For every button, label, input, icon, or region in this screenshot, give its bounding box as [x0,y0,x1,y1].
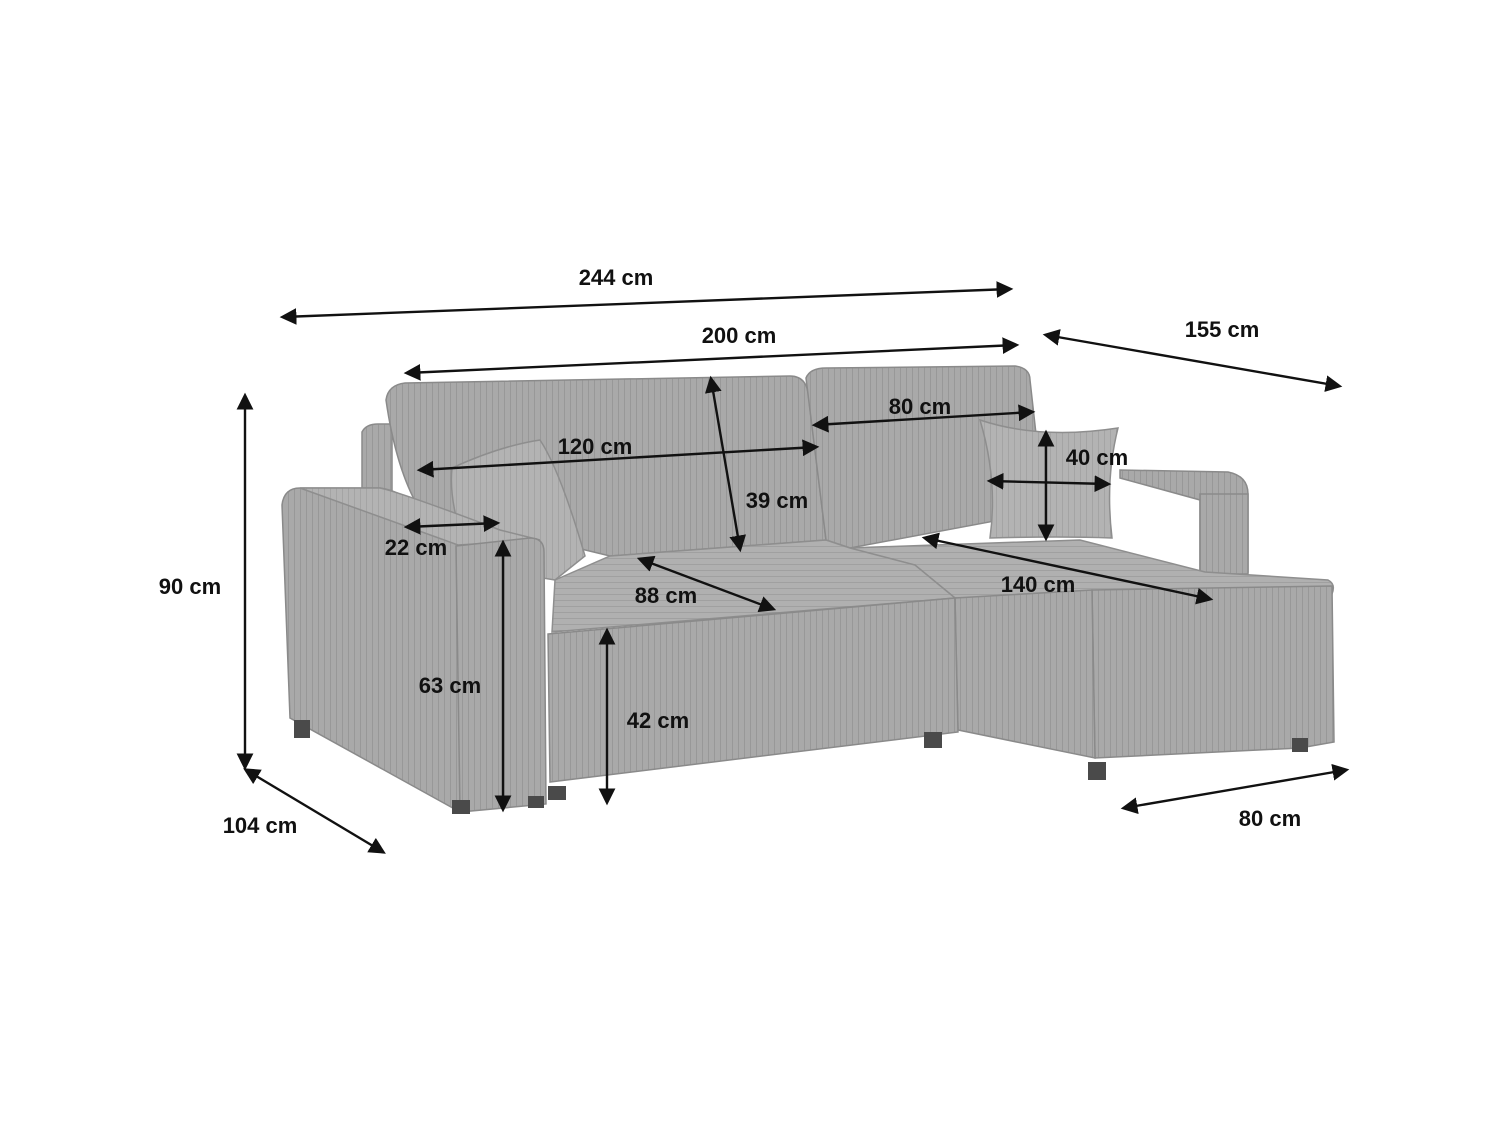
label-backrest-height: 39 cm [746,488,808,513]
arrow-cushion-width [986,472,1112,493]
leg-seat-front [548,786,566,800]
arrow-chaise-cushion-width [811,404,1036,433]
label-seat-width: 120 cm [558,434,633,459]
dimension-labels: 244 cm 200 cm 155 cm 80 cm 120 cm 40 cm … [159,265,1301,838]
chaise-front [1091,585,1335,759]
label-seat-depth: 88 cm [635,583,697,608]
arrow-overall-depth [243,768,386,854]
arrow-seat-depth [636,555,777,613]
arrow-armrest-width [403,515,501,535]
label-chaise-cushion-width: 80 cm [889,394,951,419]
label-overall-height: 90 cm [159,574,221,599]
arrow-backrest-width [403,337,1020,381]
label-overall-width: 244 cm [579,265,654,290]
seat-front [547,597,959,783]
chaise-side [954,589,1096,759]
leg-front-left [452,800,470,814]
label-chaise-width: 80 cm [1239,806,1301,831]
sofa-illustration [281,365,1335,814]
leg-rear-left [294,720,310,738]
arrow-seat-width [416,439,820,478]
label-chaise-length: 140 cm [1001,572,1076,597]
arrow-chaise-depth [1042,329,1343,392]
label-cushion-size: 40 cm [1066,445,1128,470]
armrest-right-front [1199,493,1249,575]
arrow-overall-width [279,281,1014,325]
leg-front-left-inner [528,796,544,808]
arrow-chaise-length [921,532,1214,605]
label-armrest-width: 22 cm [385,535,447,560]
label-chaise-depth: 155 cm [1185,317,1260,342]
throw-pillow-right [978,418,1120,539]
leg-chaise-rear [1292,738,1308,752]
label-seat-height: 42 cm [627,708,689,733]
label-armrest-height: 63 cm [419,673,481,698]
arrow-backrest-height [704,375,747,553]
leg-chaise-front [1088,762,1106,780]
leg-seat-mid [924,732,942,748]
label-overall-depth: 104 cm [223,813,298,838]
dimension-arrows [236,281,1350,854]
label-backrest-width: 200 cm [702,323,777,348]
arrow-chaise-width [1120,763,1350,815]
rear-left-arm-top [361,423,393,501]
